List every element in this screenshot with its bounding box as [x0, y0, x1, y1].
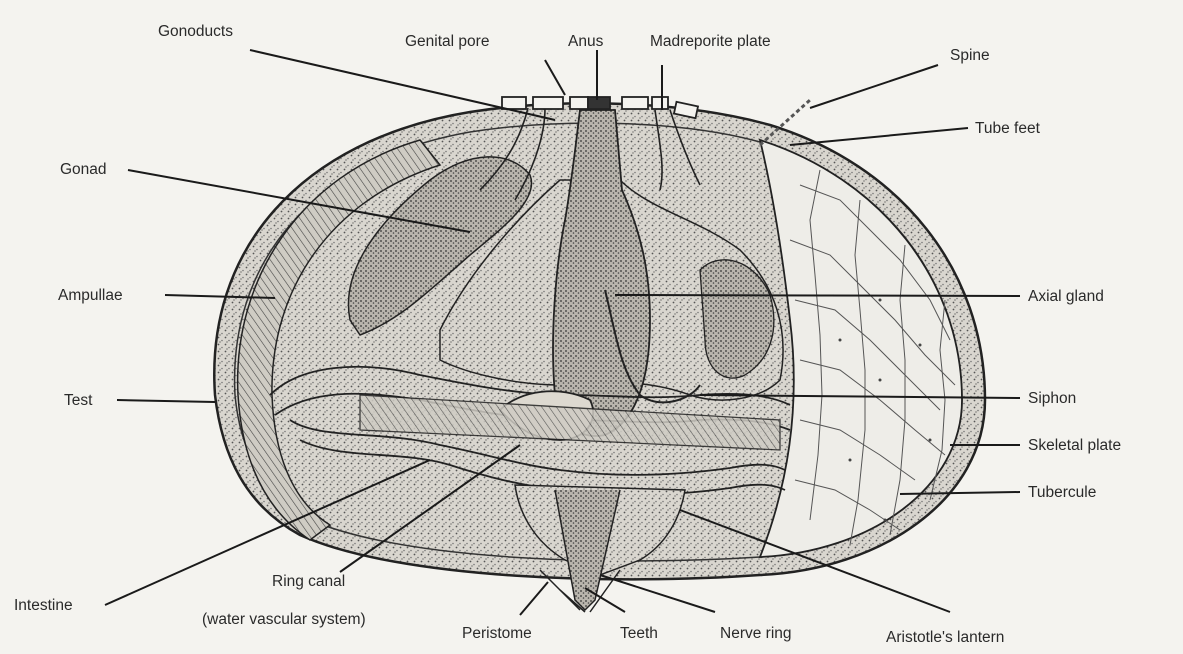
label-nerve-ring: Nerve ring [720, 625, 792, 642]
label-ring-canal: Ring canal [272, 573, 345, 590]
label-tubercule: Tubercule [1028, 484, 1096, 501]
label-aristotles-lantern: Aristotle's lantern [886, 629, 1004, 646]
label-gonad: Gonad [60, 161, 107, 178]
label-skeletal-plate: Skeletal plate [1028, 437, 1121, 454]
label-axial-gland: Axial gland [1028, 288, 1104, 305]
label-test: Test [64, 392, 93, 409]
label-gonoducts: Gonoducts [158, 23, 233, 40]
label-ampullae: Ampullae [58, 287, 123, 304]
label-peristome: Peristome [462, 625, 532, 642]
label-madreporite-plate: Madreporite plate [650, 33, 771, 50]
label-teeth: Teeth [620, 625, 658, 642]
label-tube-feet: Tube feet [975, 120, 1041, 137]
label-anus: Anus [568, 33, 604, 50]
label-spine: Spine [950, 47, 990, 64]
label-genital-pore: Genital pore [405, 33, 489, 50]
label-intestine: Intestine [14, 597, 73, 614]
label-siphon: Siphon [1028, 390, 1076, 407]
label-ring-canal-note: (water vascular system) [202, 611, 366, 628]
